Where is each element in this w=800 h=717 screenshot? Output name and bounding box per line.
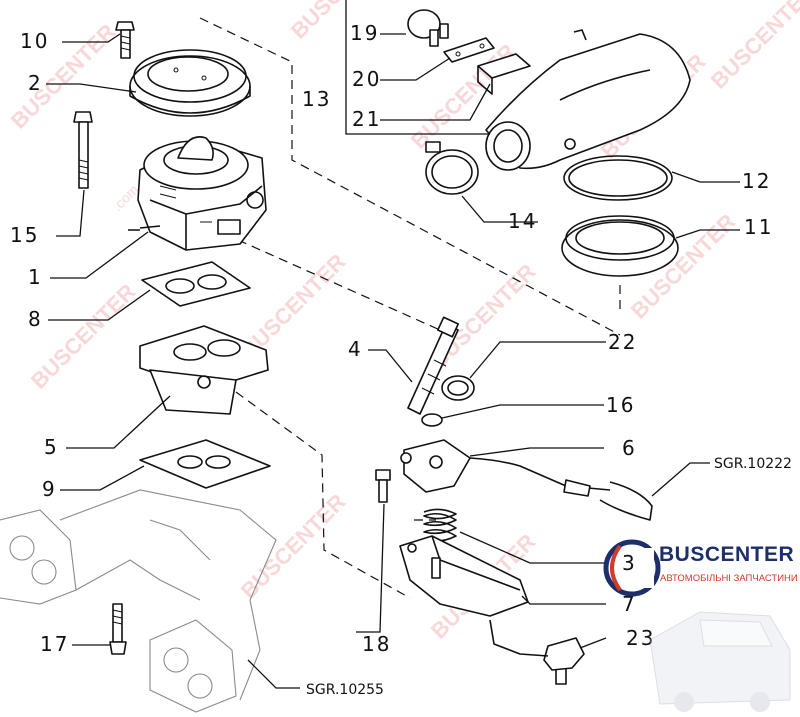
callout-8: 8 [28, 307, 43, 331]
reference-right: SGR.10222 [714, 456, 792, 472]
callout-12: 12 [742, 169, 771, 193]
part-10-bolt [115, 21, 135, 59]
part-7-bracket [399, 535, 529, 617]
callout-2: 2 [28, 71, 43, 95]
part-9-gasket [139, 439, 271, 489]
assembly-lines [199, 17, 621, 599]
part-3-spring [423, 508, 457, 543]
callout-7: 7 [622, 592, 637, 616]
part-16-ring [421, 413, 443, 427]
part-4-tube [407, 316, 460, 415]
watermark-text: BUSCENTER [286, 0, 401, 44]
part-19-valve [407, 9, 449, 47]
logo-title: BUSCENTER [659, 543, 795, 566]
logo-subtitle: АВТОМОБІЛЬНІ ЗАПЧАСТИНИ [660, 573, 798, 584]
callout-3: 3 [622, 551, 637, 575]
part-15-stud [73, 111, 93, 189]
callout-23: 23 [626, 626, 655, 650]
callout-5: 5 [44, 435, 59, 459]
callout-labels: 10 2 15 1 8 5 9 17 19 20 21 13 14 12 11 … [10, 21, 792, 698]
bus-illustration [649, 611, 791, 712]
hose-sgr-10222 [599, 481, 653, 521]
callout-1: 1 [28, 265, 43, 289]
logo-swoosh [610, 544, 622, 592]
leader-lines [46, 0, 740, 689]
part-8-gasket [141, 261, 251, 307]
callout-13: 13 [302, 87, 331, 111]
callout-15: 15 [10, 223, 39, 247]
reference-bottom: SGR.10255 [306, 682, 384, 698]
part-18-bolt [375, 469, 391, 503]
intake-manifold [0, 489, 277, 713]
callout-22: 22 [608, 330, 637, 354]
callout-19: 19 [350, 21, 379, 45]
part-2-cover [129, 49, 251, 117]
part-22-oring [441, 375, 475, 401]
callout-16: 16 [606, 393, 635, 417]
part-12-ring [563, 155, 673, 201]
part-17-bolt [109, 603, 127, 655]
callout-20: 20 [352, 67, 381, 91]
callout-11: 11 [744, 215, 773, 239]
callout-10: 10 [20, 29, 49, 53]
watermark-text: BUSCENTER [706, 0, 800, 94]
part-21-bracket [477, 53, 531, 95]
callout-14: 14 [508, 209, 537, 233]
part-14-clamp [425, 141, 479, 195]
callout-4: 4 [348, 337, 363, 361]
part-23-clip [489, 619, 585, 685]
callout-9: 9 [42, 477, 57, 501]
watermark-text: BUSCENTER [236, 489, 351, 604]
callout-18: 18 [362, 632, 391, 656]
part-11-seal [561, 215, 679, 277]
brand-logo [603, 539, 661, 597]
watermark-text: BUSCENTER [26, 279, 141, 394]
callout-21: 21 [352, 107, 381, 131]
callout-6: 6 [622, 436, 637, 460]
part-1-carburettor [128, 136, 267, 251]
logo-gap [644, 548, 654, 588]
part-13-air-duct [485, 29, 691, 171]
logo-ring [603, 539, 661, 597]
part-5-flange [139, 325, 269, 415]
part-6-sensor [400, 439, 611, 497]
callout-17: 17 [40, 632, 69, 656]
